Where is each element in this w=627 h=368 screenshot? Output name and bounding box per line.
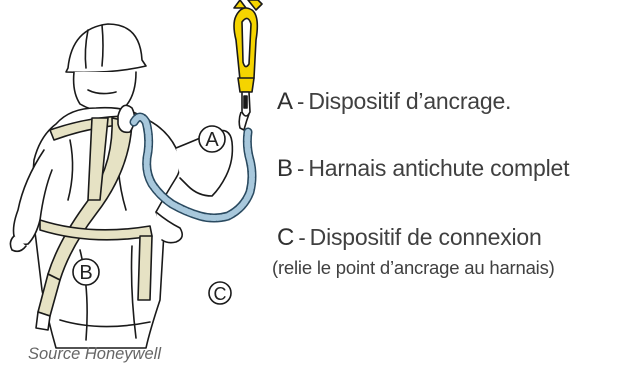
legend-text-c: Dispositif de connexion [310,224,542,250]
source-caption: Source Honeywell [28,345,161,364]
legend-letter-a: A [277,88,293,115]
anchor-device [234,0,262,130]
legend-item-anchor: A-Dispositif d’ancrage. [277,88,511,116]
legend-letter-c: C [277,224,294,251]
legend-text-a: Dispositif d’ancrage. [308,88,511,114]
marker-b: B [73,259,99,285]
marker-a: A [199,126,225,152]
legend-separator: - [294,225,309,250]
legend-text-b: Harnais antichute complet [308,155,569,181]
svg-text:C: C [214,284,227,304]
marker-c: C [209,282,231,304]
legend-separator: - [293,156,308,181]
legend-note-c: (relie le point d’ancrage au harnais) [272,257,555,279]
legend-separator: - [293,89,308,114]
svg-text:B: B [79,262,92,284]
svg-text:A: A [205,129,219,151]
legend-letter-b: B [277,155,293,182]
legend-item-connector: C-Dispositif de connexion [277,224,542,252]
legend-item-harness: B-Harnais antichute complet [277,155,569,183]
